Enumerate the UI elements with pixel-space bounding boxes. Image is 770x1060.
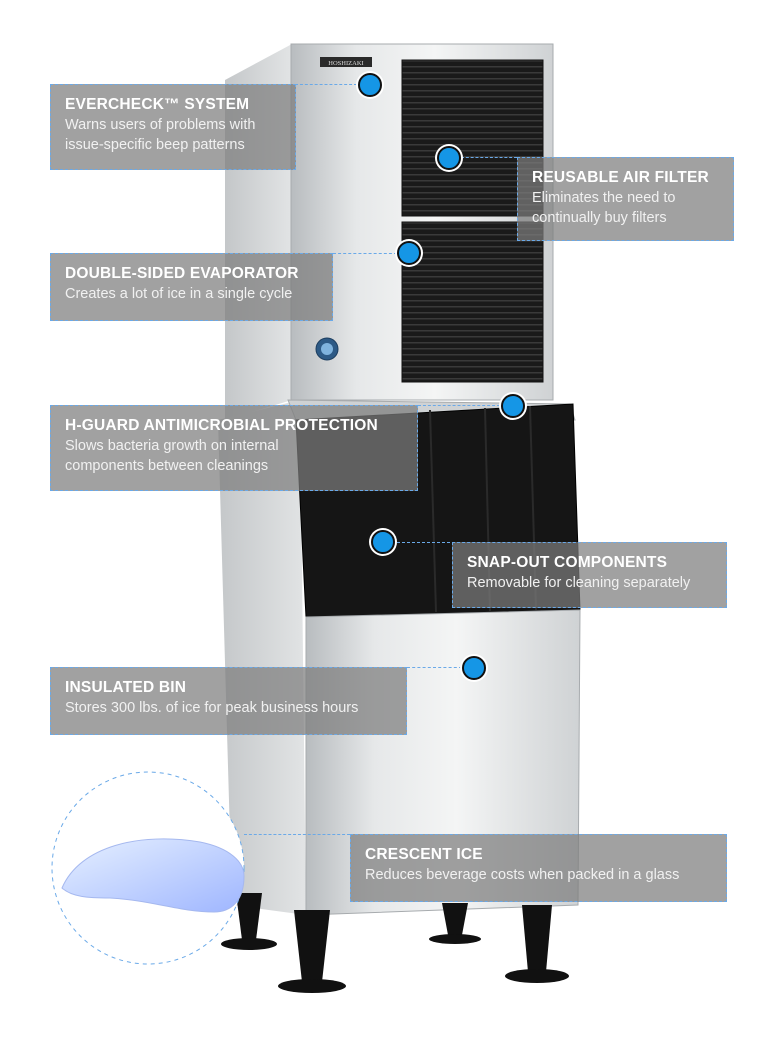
evaporator-hotspot[interactable] <box>397 241 421 265</box>
callout-desc: Stores 300 lbs. of ice for peak business… <box>65 700 359 716</box>
bin-hotspot[interactable] <box>462 656 486 680</box>
callout-title: INSULATED BIN <box>65 679 187 696</box>
callout-title: EVERCHECK™ SYSTEM <box>65 96 250 113</box>
airfilter-leader <box>461 157 517 158</box>
callout-title: SNAP-OUT COMPONENTS <box>467 554 668 571</box>
bin-leader <box>407 667 462 668</box>
callout-title: DOUBLE-SIDED EVAPORATOR <box>65 265 299 282</box>
airfilter-hotspot[interactable] <box>437 146 461 170</box>
crescent-leader <box>244 834 350 835</box>
legs <box>221 893 569 993</box>
hguard-hotspot[interactable] <box>501 394 525 418</box>
snapout-hotspot[interactable] <box>371 530 395 554</box>
callout-bin: INSULATED BIN Stores 300 lbs. of ice for… <box>50 667 407 735</box>
brand-plate <box>320 57 372 67</box>
callout-desc: Warns users of problems with <box>65 117 256 133</box>
callout-snapout: SNAP-OUT COMPONENTS Removable for cleani… <box>452 542 727 608</box>
callout-title: CRESCENT ICE <box>365 846 483 863</box>
snapout-leader <box>397 542 455 543</box>
callout-desc: Slows bacteria growth on internal <box>65 438 279 454</box>
callout-airfilter: REUSABLE AIR FILTER Eliminates the need … <box>517 157 734 241</box>
brand-logo-text: HOSHIZAKI <box>328 60 363 67</box>
callout-title: H-GUARD ANTIMICROBIAL PROTECTION <box>65 417 378 434</box>
evercheck-hotspot[interactable] <box>358 73 382 97</box>
callout-crescent: CRESCENT ICE Reduces beverage costs when… <box>350 834 727 902</box>
hguard-leader <box>418 405 500 406</box>
callout-desc: components between cleanings <box>65 458 269 474</box>
head-bottom-grille <box>401 221 544 383</box>
evercheck-leader <box>295 84 357 85</box>
evaporator-leader <box>333 253 397 254</box>
callout-hguard: H-GUARD ANTIMICROBIAL PROTECTION Slows b… <box>50 405 418 491</box>
callout-desc: issue-specific beep patterns <box>65 137 245 153</box>
callout-desc: Eliminates the need to <box>532 190 676 206</box>
callout-title: REUSABLE AIR FILTER <box>532 169 709 186</box>
callout-evercheck: EVERCHECK™ SYSTEM Warns users of problem… <box>50 84 296 170</box>
callout-desc: continually buy filters <box>532 210 667 226</box>
callout-desc: Reduces beverage costs when packed in a … <box>365 867 680 883</box>
bin-side-panel <box>218 400 306 915</box>
crescent-ice-cube <box>61 838 245 913</box>
callout-evaporator: DOUBLE-SIDED EVAPORATOR Creates a lot of… <box>50 253 333 321</box>
callout-desc: Creates a lot of ice in a single cycle <box>65 286 293 302</box>
callout-desc: Removable for cleaning separately <box>467 575 691 591</box>
